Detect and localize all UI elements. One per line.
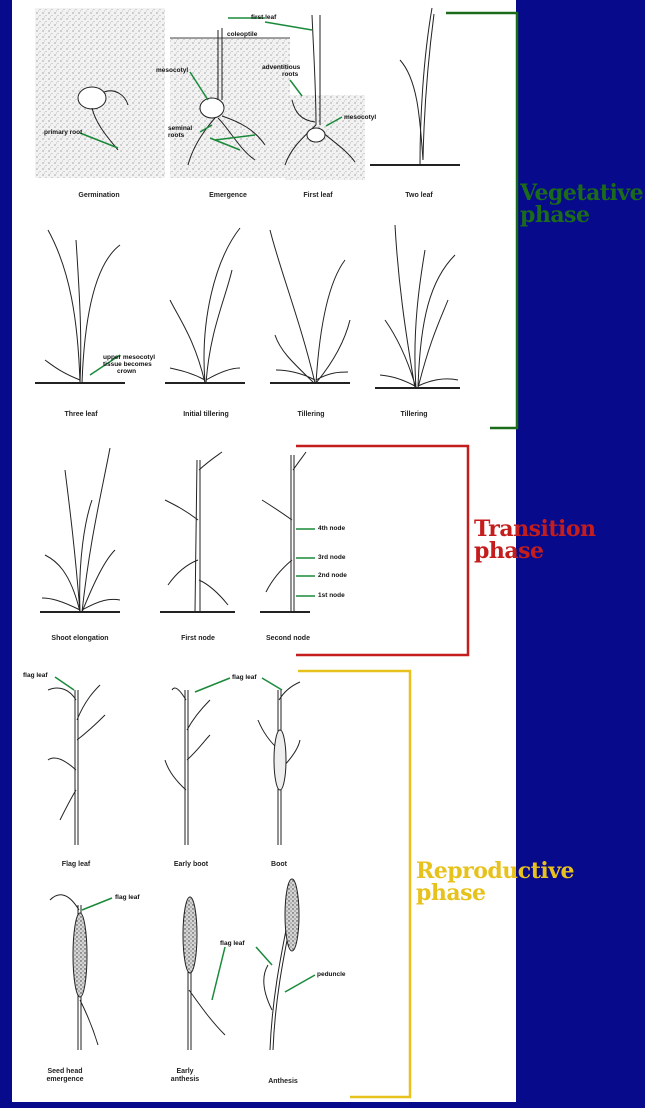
annotation-peduncle: peduncle [317, 971, 346, 978]
annotation-seminal-roots: seminal roots [168, 125, 192, 139]
stage-flag-leaf: Flag leaf [31, 861, 121, 869]
annotation-flag-leaf-d: flag leaf [220, 940, 245, 947]
stage-seed-head-line2: emergence [47, 1076, 84, 1083]
annotation-3rd-node: 3rd node [318, 554, 345, 561]
stage-boot: Boot [234, 861, 324, 869]
annotation-upper-meso-line3: crown [103, 368, 136, 375]
stage-tillering-1: Tillering [266, 411, 356, 419]
first-leaf-soil [285, 95, 365, 180]
annotation-mesocotyl-b: mesocotyl [344, 114, 376, 121]
annotation-upper-meso-line2: tissue becomes [103, 361, 152, 368]
annotation-upper-mesocotyl: upper mesocotyl tissue becomes crown [103, 354, 155, 375]
stage-early-anthesis: Early anthesis [140, 1068, 230, 1084]
stage-early-anthesis-line1: Early [176, 1068, 193, 1075]
annotation-adventitious-line2: roots [262, 71, 298, 78]
annotation-1st-node: 1st node [318, 592, 345, 599]
transition-phase-label: Transition phase [474, 518, 596, 562]
stage-emergence: Emergence [183, 192, 273, 200]
annotation-flag-leaf-a: flag leaf [23, 672, 48, 679]
stage-three-leaf: Three leaf [36, 411, 126, 419]
annotation-seminal-line1: seminal [168, 125, 192, 132]
stage-seed-head-line1: Seed head [47, 1068, 82, 1075]
annotation-4th-node: 4th node [318, 525, 345, 532]
stage-first-node: First node [153, 635, 243, 643]
annotation-first-leaf: first leaf [251, 14, 276, 21]
annotation-primary-root: primary root [44, 129, 82, 136]
stage-germination: Germination [54, 192, 144, 200]
reproductive-bracket [298, 671, 410, 1097]
annotation-2nd-node: 2nd node [318, 572, 347, 579]
stage-early-anthesis-line2: anthesis [171, 1076, 199, 1083]
stage-shoot-elongation: Shoot elongation [35, 635, 125, 643]
annotation-coleoptile: coleoptile [227, 31, 257, 38]
stage-anthesis: Anthesis [238, 1078, 328, 1086]
annotation-flag-leaf-b: flag leaf [232, 674, 257, 681]
stage-initial-tillering: Initial tillering [161, 411, 251, 419]
annotation-seminal-line2: roots [168, 132, 184, 139]
annotation-mesocotyl-a: mesocotyl [156, 67, 188, 74]
stage-seed-head-emergence: Seed head emergence [20, 1068, 110, 1084]
emergence-soil [170, 38, 290, 178]
reproductive-phase-label: Reproductive phase [416, 860, 574, 904]
stage-second-node: Second node [243, 635, 333, 643]
stage-first-leaf: First leaf [273, 192, 363, 200]
annotation-adventitious-roots: adventitious roots [262, 64, 300, 78]
stage-tillering-2: Tillering [369, 411, 459, 419]
annotation-upper-meso-line1: upper mesocotyl [103, 354, 155, 361]
transition-bracket [296, 446, 468, 655]
annotation-flag-leaf-c: flag leaf [115, 894, 140, 901]
stage-early-boot: Early boot [146, 861, 236, 869]
annotation-adventitious-line1: adventitious [262, 64, 300, 71]
stage-two-leaf: Two leaf [374, 192, 464, 200]
vegetative-phase-label: Vegetative phase [520, 182, 643, 226]
vegetative-bracket [446, 13, 517, 428]
